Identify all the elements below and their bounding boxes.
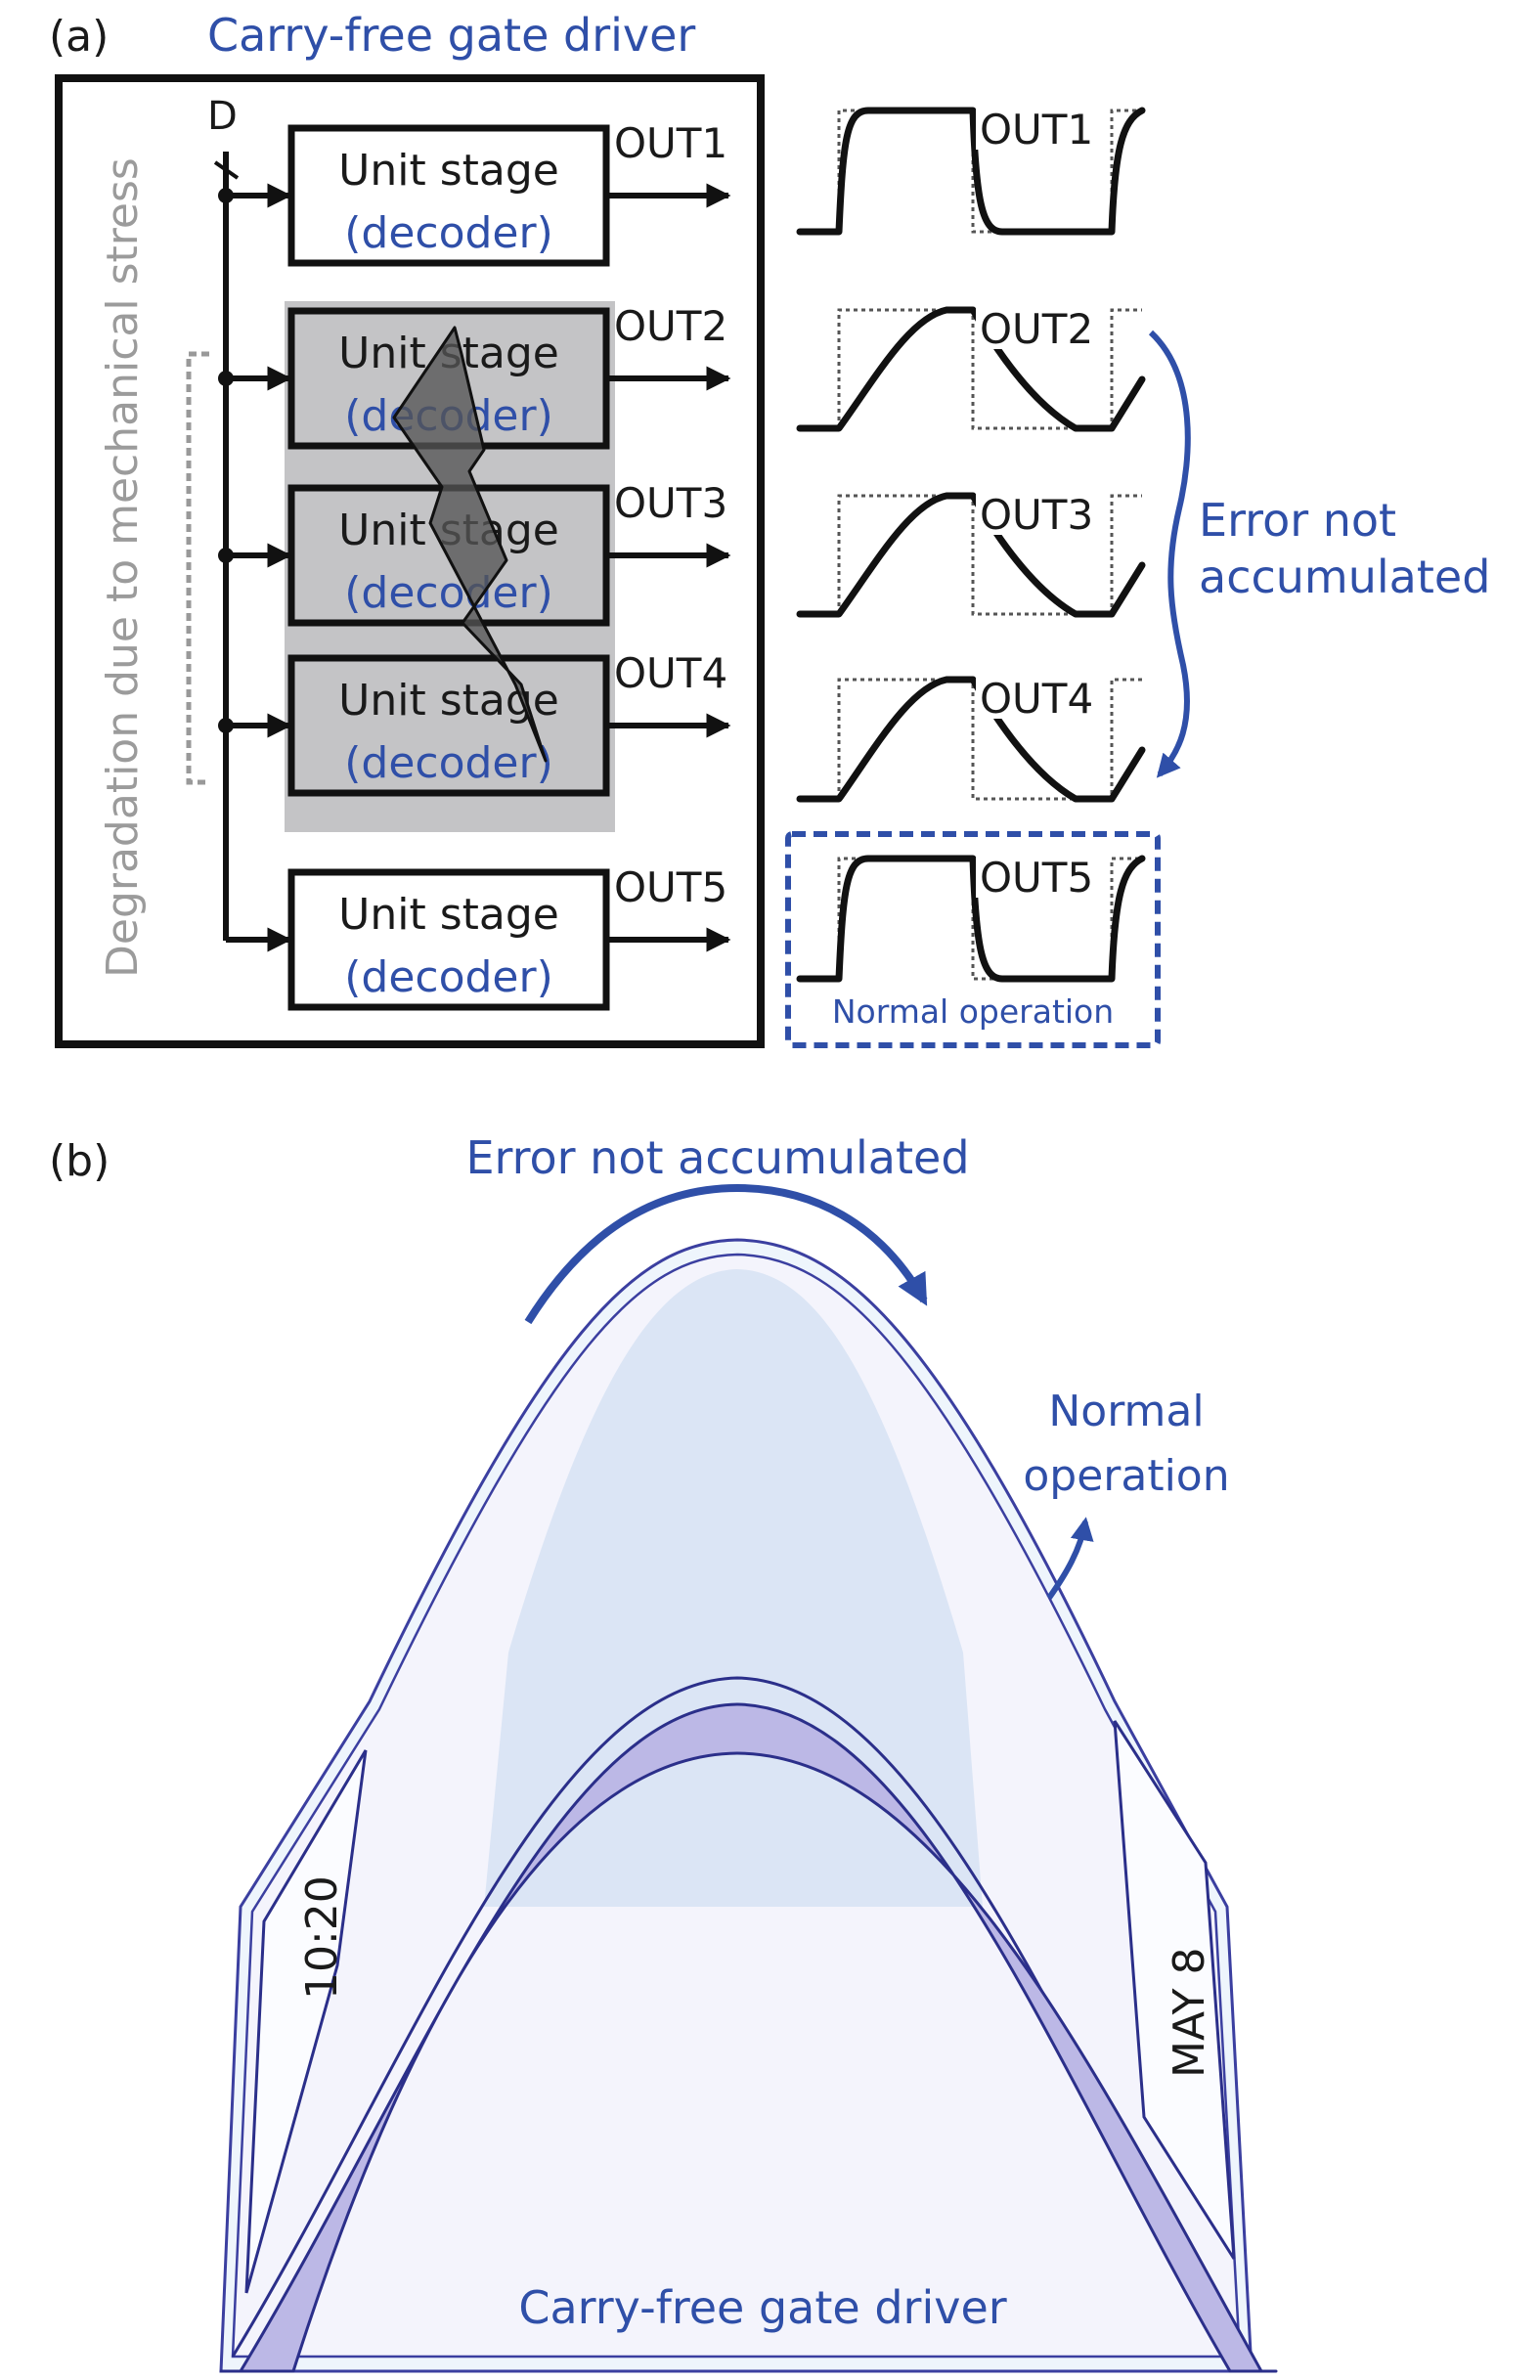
waveform-label-bg [976, 306, 1105, 349]
waveform-label-bg [976, 676, 1105, 719]
output-pulse [796, 306, 1146, 432]
bus-slash-mark [213, 160, 240, 180]
waveform-label: OUT1 [980, 106, 1093, 154]
panel-b-bottom-caption: Carry-free gate driver [518, 2281, 1006, 2334]
stage-output-label: OUT3 [614, 479, 727, 527]
degradation-bracket [186, 351, 209, 785]
waveform: OUT3 [796, 491, 1146, 618]
normal-operation-label: Normal operation [832, 992, 1114, 1031]
unit-stage-subtitle: (decoder) [344, 568, 553, 618]
panel-a: (a) Carry-free gate driver Degradation d… [49, 9, 1490, 1048]
flex-substrate-band [219, 1702, 1278, 2373]
normal-operation-arrow [1046, 1517, 1094, 1600]
unit-stage-title: Unit stage [338, 146, 559, 196]
output-pulse [796, 492, 1146, 618]
left-screen-time: 10:20 [297, 1875, 347, 2000]
left-screen-panel [244, 1749, 368, 2294]
waveform-label: OUT5 [980, 854, 1093, 902]
unit-stage: Unit stage(decoder)OUT4 [218, 649, 731, 797]
error-note-line2: accumulated [1199, 551, 1490, 603]
input-d-label: D [207, 94, 238, 139]
output-pulse [796, 855, 1146, 983]
unit-stage-subtitle: (decoder) [344, 208, 553, 258]
unit-stage: Unit stage (decoder) OUT1 [218, 119, 731, 267]
panel-a-title: Carry-free gate driver [207, 9, 695, 62]
right-screen-date: MAY 8 [1165, 1947, 1214, 2078]
panel-b-side-note-line1: Normal [1048, 1387, 1204, 1436]
stage-output-label: OUT1 [614, 119, 727, 167]
waveform: OUT5 [796, 854, 1146, 983]
waveform-label: OUT3 [980, 491, 1093, 539]
waveform: OUT2 [796, 305, 1146, 432]
ideal-pulse [837, 857, 1142, 981]
ideal-pulse [837, 308, 1142, 430]
stage-output-label: OUT4 [614, 649, 727, 697]
panel-b-top-note: Error not accumulated [465, 1131, 969, 1184]
unit-stage-title: Unit stage [338, 890, 559, 940]
unit-stage-box [287, 868, 610, 1011]
panel-b: (b) Error not accumulated 10:20 MAY 8 No… [49, 1131, 1278, 2373]
ideal-pulse [837, 109, 1142, 234]
unit-stage-subtitle: (decoder) [344, 738, 553, 788]
panel-a-label: (a) [49, 12, 109, 62]
waveform-label-bg [976, 107, 1105, 150]
normal-operation-box [785, 831, 1161, 1048]
waveform: OUT1 [796, 106, 1146, 236]
unit-stage: Unit stage (decoder) OUT5 [226, 863, 731, 1011]
unit-stage-subtitle: (decoder) [344, 952, 553, 1002]
output-pulse [796, 676, 1146, 803]
flex-display-center-glow [484, 1269, 983, 1907]
waveform: OUT4 [796, 675, 1146, 803]
error-not-accumulated-arrow [1148, 330, 1191, 778]
ideal-pulse [837, 678, 1142, 801]
panel-b-label: (b) [49, 1136, 110, 1186]
error-note-line1: Error not [1199, 494, 1396, 547]
crack-bolt-icon [392, 326, 548, 763]
waveform-label-bg [976, 492, 1105, 535]
output-pulse [796, 107, 1146, 236]
stage-output-label: OUT2 [614, 302, 727, 350]
panel-b-side-note-line2: operation [1023, 1451, 1229, 1501]
stage-output-label: OUT5 [614, 863, 727, 911]
right-screen-panel [1113, 1720, 1236, 2260]
waveform-label: OUT4 [980, 675, 1093, 723]
ideal-pulse [837, 494, 1142, 616]
waveform-label-bg [976, 855, 1105, 898]
apex-flow-arrow [524, 1183, 928, 1325]
waveform-label: OUT2 [980, 305, 1093, 353]
degradation-label: Degradation due to mechanical stress [98, 157, 148, 978]
